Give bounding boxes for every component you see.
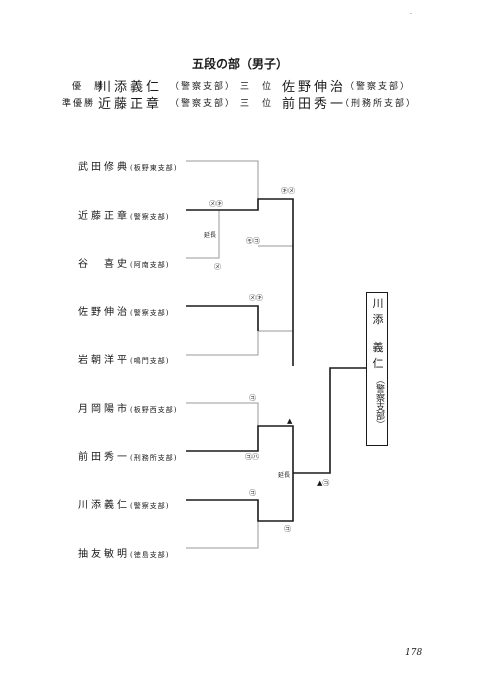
bracket-line-winner: [219, 198, 294, 331]
champion-name-char: 義: [372, 341, 384, 354]
player-branch: (徳島支部): [130, 551, 170, 559]
player-name: 川添義仁: [78, 500, 130, 511]
player-branch: (阿南支部): [130, 261, 170, 269]
champion-name-char: 添: [372, 313, 384, 326]
player-name: 谷 喜史: [78, 259, 130, 270]
result-branch: （警察支部）: [170, 82, 237, 92]
player-name: 武田修典: [78, 162, 130, 173]
player-entry: 抽友敏明(徳島支部): [78, 542, 169, 561]
result-name: 前田秀一: [282, 97, 347, 112]
result-rank: 準優勝: [62, 99, 96, 109]
player-branch: (警察支部): [130, 309, 170, 317]
match-mark: ▲㋙: [317, 479, 330, 487]
champion-name-char: 川: [372, 297, 384, 310]
player-entry: 前田秀一(刑務所支部): [78, 445, 177, 464]
result-name: 佐野伸治: [282, 80, 347, 95]
champion-name-char: 仁: [372, 357, 384, 370]
match-mark: ㋙: [249, 489, 256, 497]
match-mark: ㋙㋩: [245, 453, 259, 461]
match-mark: ㋲㋙: [246, 237, 260, 245]
bracket-line: [186, 402, 259, 426]
player-entry: 岩朝洋平(鳴門支部): [78, 348, 169, 367]
result-name: 川添義仁: [98, 80, 163, 95]
player-entry: 月岡陽市(板野西支部): [78, 397, 177, 416]
bracket-line-winner: [293, 367, 366, 474]
result-rank: 三 位: [240, 82, 274, 92]
player-branch: (板野東支部): [130, 164, 178, 172]
player-branch: (板野西支部): [130, 406, 178, 414]
result-branch: （警察支部）: [170, 99, 237, 109]
bracket-line-winner: [186, 425, 294, 473]
bracket-line: [186, 160, 259, 199]
bracket-line: [186, 330, 293, 356]
page-number: 178: [405, 648, 423, 658]
result-rank: 優 勝: [72, 82, 106, 92]
match-mark: ㋱㋖: [249, 294, 263, 302]
player-branch: (刑務所支部): [130, 454, 178, 462]
page-title: 五段の部（男子）: [191, 57, 288, 71]
bracket-line: [186, 521, 259, 549]
champion-box: 川 添 義 仁 （警察支部）: [366, 292, 388, 446]
champion-branch: （警察支部）: [374, 375, 384, 429]
match-mark: ㋱㋖: [209, 200, 223, 208]
player-name: 前田秀一: [78, 452, 130, 463]
player-name: 近藤正章: [78, 211, 130, 222]
player-entry: 川添義仁(警察支部): [78, 493, 169, 512]
result-name: 近藤正章: [98, 97, 163, 112]
result-rank: 三 位: [240, 99, 274, 109]
match-mark: ㋙: [249, 394, 256, 402]
match-mark: ㋱: [214, 263, 221, 271]
player-name: 月岡陽市: [78, 404, 130, 415]
player-branch: (警察支部): [130, 213, 170, 221]
bracket-line: [186, 210, 220, 259]
corner-mark: -: [410, 10, 413, 17]
extension-note: 延長: [204, 232, 217, 239]
bracket-line-winner: [186, 305, 259, 331]
player-branch: (鳴門支部): [130, 357, 170, 365]
match-mark: ㋖㋱: [281, 187, 295, 195]
extension-note: 延長: [278, 472, 291, 479]
match-mark: ▲: [287, 417, 293, 425]
player-entry: 谷 喜史(阿南支部): [78, 252, 169, 271]
player-name: 佐野伸治: [78, 307, 130, 318]
bracket-line-winner: [186, 473, 294, 522]
result-branch: （刑務所支部）: [340, 99, 418, 109]
player-entry: 武田修典(板野東支部): [78, 155, 177, 174]
player-entry: 近藤正章(警察支部): [78, 204, 169, 223]
player-entry: 佐野伸治(警察支部): [78, 300, 169, 319]
match-mark: ㋙: [284, 525, 291, 533]
player-name: 岩朝洋平: [78, 355, 130, 366]
result-branch: （警察支部）: [345, 82, 412, 92]
player-branch: (警察支部): [130, 502, 170, 510]
player-name: 抽友敏明: [78, 549, 130, 560]
